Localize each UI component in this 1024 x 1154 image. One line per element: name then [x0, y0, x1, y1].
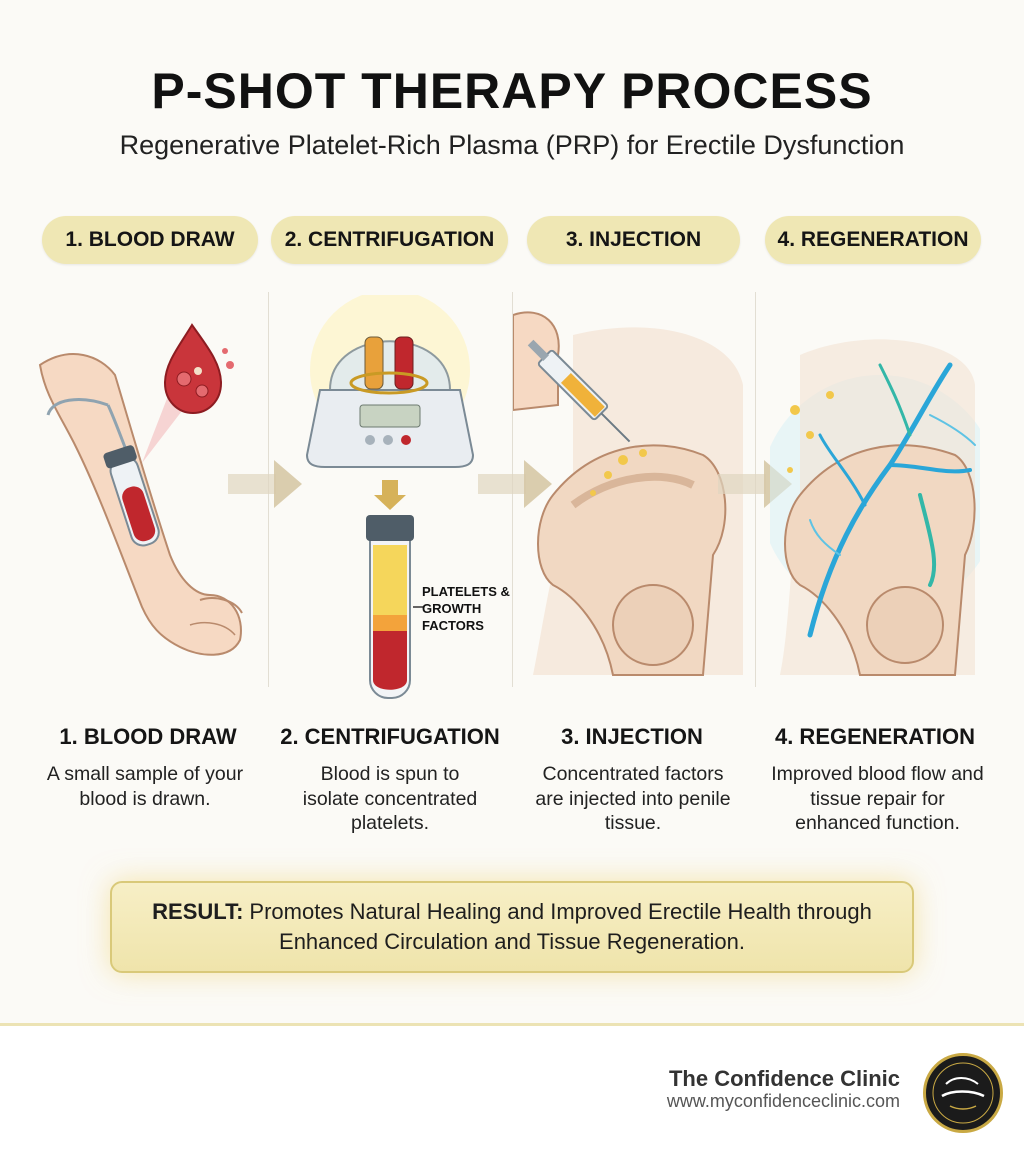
injection-illustration: [513, 311, 743, 676]
step-desc-injection: Concentrated factors are injected into p…: [535, 763, 731, 834]
centrifugation-illustration: [305, 295, 475, 699]
footer-divider: [0, 1023, 1024, 1026]
tube-annotation: PLATELETS & GROWTH FACTORS: [422, 584, 510, 633]
step-desc-centrifugation: Blood is spun to isolate concentrated pl…: [302, 763, 478, 834]
result-text: Promotes Natural Healing and Improved Er…: [249, 899, 872, 954]
step-arrow-icon: [228, 460, 302, 508]
step-title-blood-draw: 1. BLOOD DRAW: [59, 724, 237, 749]
step-pill-regeneration: 4. REGENERATION: [765, 216, 981, 264]
clinic-logo: [923, 1053, 1003, 1133]
clinic-name: The Confidence Clinic: [668, 1066, 900, 1091]
step-desc-regeneration: Improved blood flow and tissue repair fo…: [771, 763, 984, 834]
centrifuge-icon: [305, 336, 475, 468]
prp-tube-icon: [366, 515, 414, 699]
result-label: RESULT:: [152, 899, 244, 924]
step-pill-injection: 3. INJECTION: [527, 216, 740, 264]
result-text-block: RESULT:Promotes Natural Healing and Impr…: [134, 897, 890, 957]
step-title-centrifugation: 2. CENTRIFUGATION: [280, 724, 500, 749]
blood-drop-icon: [163, 323, 234, 415]
clinic-url[interactable]: www.myconfidenceclinic.com: [666, 1091, 900, 1111]
footer: [0, 1026, 1024, 1154]
result-box: RESULT:Promotes Natural Healing and Impr…: [110, 881, 914, 973]
step-title-regeneration: 4. REGENERATION: [774, 724, 976, 749]
page-subtitle: Regenerative Platelet-Rich Plasma (PRP) …: [119, 130, 905, 160]
syringe-icon: [527, 339, 631, 443]
step-title-injection: 3. INJECTION: [561, 724, 703, 749]
step-pill-centrifugation: 2. CENTRIFUGATION: [271, 216, 508, 264]
blood-vessel-icon: [807, 362, 976, 638]
blood-draw-illustration: [38, 323, 243, 656]
logo-mark-icon: [932, 1062, 994, 1124]
step-desc-blood-draw: A small sample of your blood is drawn.: [46, 763, 244, 810]
step-pill-blood-draw: 1. BLOOD DRAW: [42, 216, 258, 264]
step-arrow-icon: [478, 460, 552, 508]
blood-tube-icon: [103, 445, 160, 547]
regeneration-illustration: [770, 339, 980, 676]
page-title: P-SHOT THERAPY PROCESS: [151, 63, 873, 119]
